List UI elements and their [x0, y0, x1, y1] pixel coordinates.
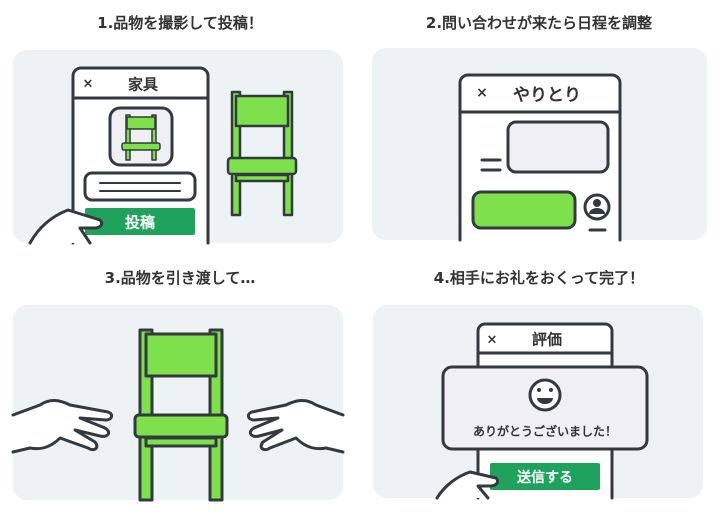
phone-2 — [458, 73, 622, 242]
close-icon[interactable]: × — [82, 76, 94, 92]
hand-right-icon — [246, 399, 345, 454]
post-button[interactable]: 投稿 — [124, 213, 156, 232]
hand-icon — [28, 208, 104, 245]
phone-4 — [441, 322, 649, 500]
chair-handover-icon — [133, 328, 229, 502]
step-2-caption: 2.問い合わせが来たら日程を調整 — [425, 14, 653, 32]
screen-title: 評価 — [531, 330, 563, 349]
chair-icon — [226, 90, 298, 217]
received-message — [506, 120, 610, 174]
smiley-icon — [528, 378, 562, 412]
close-icon[interactable]: × — [476, 85, 488, 101]
step-3-caption: 3.品物を引き渡して… — [104, 269, 256, 287]
chair-small-icon — [121, 114, 161, 161]
screen-title: やりとり — [513, 85, 581, 106]
hand-icon — [435, 470, 500, 500]
sent-message — [471, 190, 577, 230]
step-1-caption: 1.品物を撮影して投稿！ — [97, 14, 263, 32]
hand-left-icon — [11, 399, 114, 454]
close-icon[interactable]: × — [486, 332, 498, 348]
thanks-message: ありがとうございました！ — [472, 424, 618, 439]
step-4-caption: 4.相手にお礼をおくって完了！ — [433, 269, 645, 287]
screen-title: 家具 — [127, 75, 159, 94]
send-button[interactable]: 送信する — [517, 470, 573, 486]
text-field — [83, 171, 197, 202]
panel-3 — [13, 305, 343, 500]
